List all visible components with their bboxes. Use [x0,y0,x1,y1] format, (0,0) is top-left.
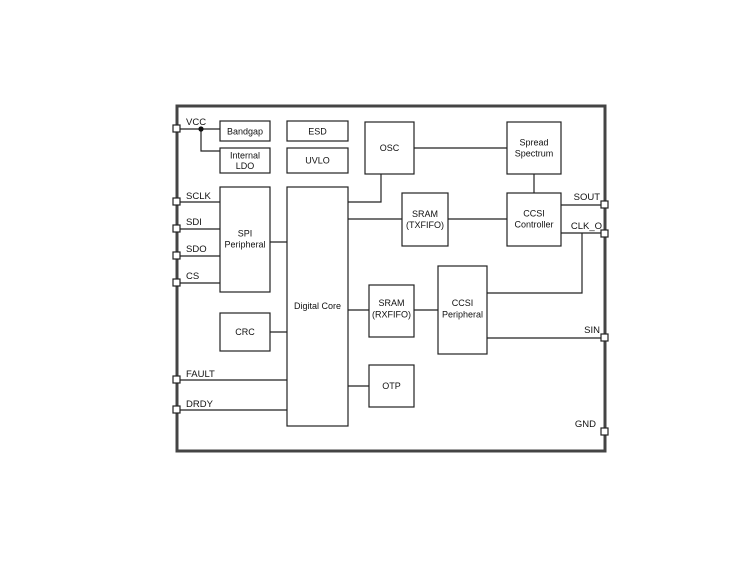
pin-label-gnd: GND [575,419,596,430]
block-sram-rx-label-1: SRAM [378,298,404,308]
block-sram-tx-label-2: (TXFIFO) [406,220,444,230]
pin-fault [172,375,181,384]
pin-vcc [172,124,181,133]
pin-sdo [172,251,181,260]
block-sram-rx-label-2: (RXFIFO) [372,310,411,320]
block-bandgap: Bandgap [219,120,271,142]
pin-label-vcc: VCC [186,117,206,128]
pin-label-cs: CS [186,271,199,282]
block-spread-spectrum-label-2: Spectrum [515,149,554,159]
block-internal-ldo-label-1: Internal [230,151,260,161]
block-osc-label: OSC [380,143,400,153]
pin-label-fault: FAULT [186,369,215,380]
vcc-ldo-wire [200,129,220,152]
block-spi-peripheral-label-1: SPI [238,229,253,239]
block-ccsi-peripheral-label-1: CCSI [452,298,474,308]
block-ccsi-controller: CCSI Controller [506,192,562,247]
block-spi-peripheral: SPI Peripheral [219,186,271,293]
block-esd-label: ESD [308,127,327,137]
block-crc-label: CRC [235,327,255,337]
pin-label-clk-o: CLK_O [571,221,602,232]
block-esd: ESD [286,120,349,142]
block-spread-spectrum: Spread Spectrum [506,121,562,175]
block-otp-label: OTP [382,381,401,391]
block-digital-core-label: Digital Core [294,301,341,311]
block-internal-ldo-label-2: LDO [236,161,255,171]
pin-drdy [172,405,181,414]
block-ccsi-peripheral-label-2: Peripheral [442,310,483,320]
block-ccsi-controller-label-1: CCSI [523,209,545,219]
pin-label-sout: SOUT [574,192,601,203]
core-osc-wire [348,174,382,203]
pin-label-sclk: SCLK [186,191,211,202]
block-ccsi-peripheral: CCSI Peripheral [437,265,488,355]
pin-label-sdi: SDI [186,217,202,228]
vcc-junction-dot [198,126,204,132]
pin-label-drdy: DRDY [186,399,214,410]
pin-label-sdo: SDO [186,244,207,255]
block-sram-rx: SRAM (RXFIFO) [368,284,415,338]
block-sram-tx: SRAM (TXFIFO) [401,192,449,247]
pin-sin [600,333,609,342]
pins [172,124,609,436]
block-internal-ldo: Internal LDO [219,147,271,174]
block-sram-tx-label-1: SRAM [412,209,438,219]
block-uvlo: UVLO [286,147,349,174]
block-bandgap-label: Bandgap [227,127,263,137]
block-spread-spectrum-label-1: Spread [519,138,548,148]
block-uvlo-label: UVLO [305,156,330,166]
block-spi-peripheral-label-2: Peripheral [224,240,265,250]
pin-labels: VCC SCLK SDI SDO CS FAULT DRDY SOUT CLK_… [186,117,602,430]
pin-cs [172,278,181,287]
pin-gnd [600,427,609,436]
pin-label-sin: SIN [584,325,600,336]
pin-clk-o [600,229,609,238]
block-otp: OTP [368,364,415,408]
block-ccsi-controller-label-2: Controller [514,220,553,230]
pin-sclk [172,197,181,206]
pin-sdi [172,224,181,233]
block-osc: OSC [364,121,415,175]
block-crc: CRC [219,312,271,352]
wires [177,128,605,411]
clko-ccsi-periph-wire [487,233,583,294]
pin-sout [600,200,609,209]
block-digital-core: Digital Core [286,186,349,427]
